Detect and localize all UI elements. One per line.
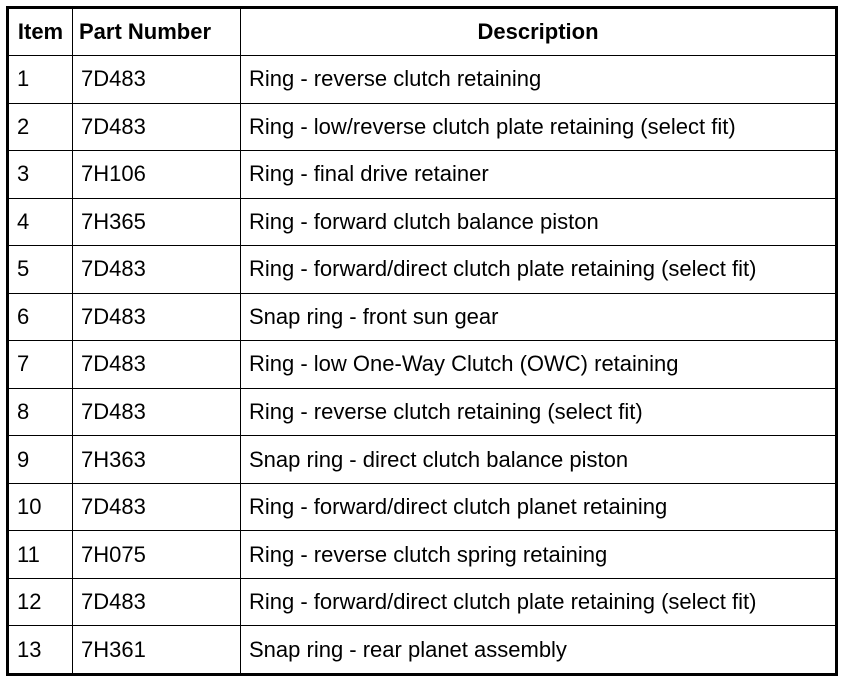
cell-description: Snap ring - front sun gear — [240, 292, 837, 342]
cell-description: Ring - forward clutch balance piston — [240, 197, 837, 247]
cell-part-number: 7D483 — [72, 482, 241, 532]
cell-description: Ring - reverse clutch retaining (select … — [240, 387, 837, 437]
cell-part-number: 7D483 — [72, 577, 241, 627]
cell-item: 13 — [7, 625, 73, 675]
table-header-row: Item Part Number Description — [7, 7, 837, 56]
cell-part-number: 7H361 — [72, 625, 241, 675]
cell-description: Ring - low/reverse clutch plate retainin… — [240, 102, 837, 152]
cell-part-number: 7D483 — [72, 55, 241, 104]
cell-description: Snap ring - direct clutch balance piston — [240, 435, 837, 484]
cell-item: 5 — [7, 245, 73, 294]
cell-description: Ring - reverse clutch retaining — [240, 55, 837, 104]
cell-item: 11 — [7, 530, 73, 579]
cell-part-number: 7H363 — [72, 435, 241, 484]
cell-item: 10 — [7, 482, 73, 532]
cell-part-number: 7H075 — [72, 530, 241, 579]
cell-part-number: 7H365 — [72, 197, 241, 247]
cell-part-number: 7D483 — [72, 102, 241, 152]
cell-description: Ring - forward/direct clutch planet reta… — [240, 482, 837, 532]
header-item: Item — [7, 7, 73, 56]
cell-description: Ring - forward/direct clutch plate retai… — [240, 577, 837, 627]
cell-description: Ring - forward/direct clutch plate retai… — [240, 245, 837, 294]
header-part-number: Part Number — [72, 7, 241, 56]
cell-item: 6 — [7, 292, 73, 342]
cell-part-number: 7D483 — [72, 340, 241, 389]
cell-item: 1 — [7, 55, 73, 104]
cell-item: 7 — [7, 340, 73, 389]
cell-item: 9 — [7, 435, 73, 484]
cell-part-number: 7H106 — [72, 150, 241, 199]
cell-part-number: 7D483 — [72, 292, 241, 342]
cell-item: 2 — [7, 102, 73, 152]
header-description: Description — [240, 7, 837, 56]
cell-item: 12 — [7, 577, 73, 627]
cell-item: 4 — [7, 197, 73, 247]
cell-description: Ring - low One-Way Clutch (OWC) retainin… — [240, 340, 837, 389]
cell-part-number: 7D483 — [72, 245, 241, 294]
cell-item: 3 — [7, 150, 73, 199]
cell-part-number: 7D483 — [72, 387, 241, 437]
cell-item: 8 — [7, 387, 73, 437]
cell-description: Ring - final drive retainer — [240, 150, 837, 199]
cell-description: Ring - reverse clutch spring retaining — [240, 530, 837, 579]
cell-description: Snap ring - rear planet assembly — [240, 625, 837, 675]
